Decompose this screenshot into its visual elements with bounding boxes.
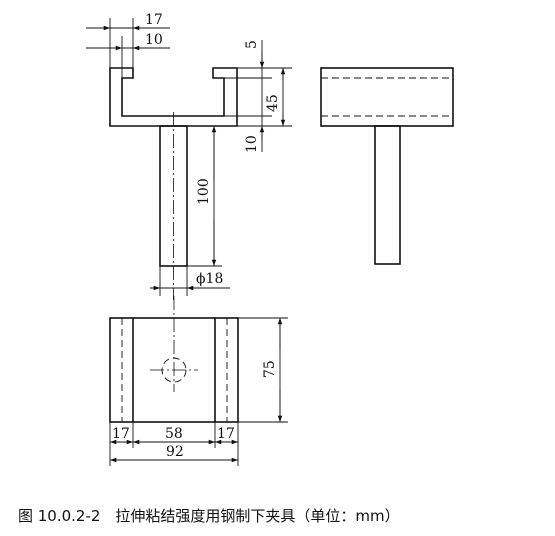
- dim-45: 45: [265, 94, 281, 112]
- dim-100: 100: [196, 178, 212, 205]
- dim-17-top: 17: [145, 12, 163, 28]
- dim-17-bottom-right: 17: [217, 426, 235, 442]
- dim-10-top: 10: [145, 32, 163, 48]
- dim-phi-18: ϕ18: [196, 271, 223, 287]
- top-view: 75 17 58 17 92: [109, 296, 288, 466]
- dim-75: 75: [262, 360, 278, 378]
- dim-17-bottom-left: 17: [112, 426, 130, 442]
- side-view-stem: [374, 125, 401, 265]
- front-view: 17 10 5 45 10 100 ϕ18: [86, 12, 292, 300]
- dim-10-right: 10: [244, 135, 260, 153]
- dim-58: 58: [165, 426, 183, 442]
- figure-caption: 图 10.0.2-2 拉伸粘结强度用钢制下夹具（单位：mm）: [18, 507, 400, 525]
- side-view-body: [320, 67, 454, 127]
- dim-92: 92: [166, 444, 184, 460]
- side-view: [320, 67, 454, 265]
- dim-5: 5: [244, 40, 260, 49]
